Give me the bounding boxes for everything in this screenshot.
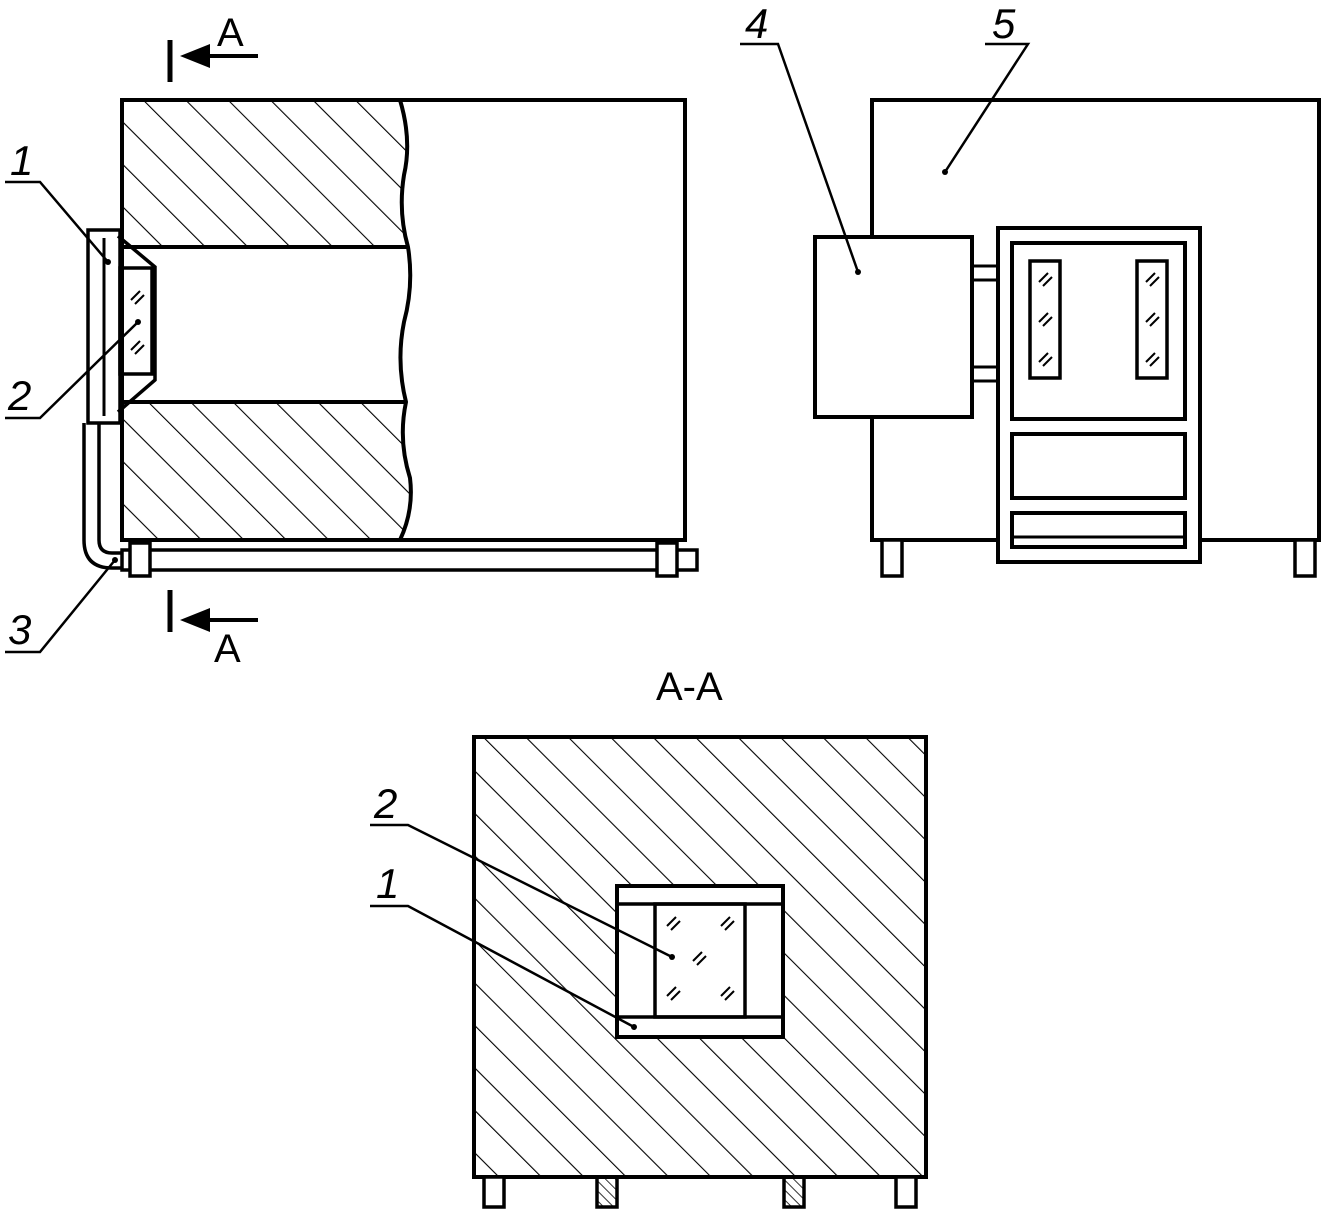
foot-right [655, 541, 679, 578]
panel-glass-left [1028, 259, 1062, 380]
label-2: 2 [7, 372, 31, 419]
connector-lower [970, 365, 1000, 383]
section-view [472, 735, 928, 1209]
leader-lines-side [5, 180, 139, 654]
front-view [813, 98, 1321, 578]
section-marker-top [167, 40, 258, 82]
panel-door [1010, 241, 1187, 421]
break-line [398, 99, 413, 541]
panel-slot [1010, 511, 1187, 549]
section-letter-bottom: A [214, 627, 241, 671]
base-frame [120, 548, 699, 572]
label-4: 4 [745, 0, 768, 47]
section-letter-top: A [217, 11, 244, 55]
aa-foot-1 [482, 1175, 506, 1209]
section-title: A-A [656, 665, 723, 709]
section-label-2: 2 [373, 780, 397, 827]
window-frame [116, 234, 157, 414]
cover-plate [86, 228, 122, 425]
aa-foot-3 [782, 1175, 806, 1209]
wall-hatch-upper [122, 100, 408, 247]
unit-4 [813, 235, 974, 419]
section-marker-bottom [167, 590, 258, 632]
panel-glass-right [1135, 259, 1169, 380]
chamber-body [120, 98, 687, 542]
label-5: 5 [992, 0, 1016, 47]
panel-drawer [1010, 432, 1187, 500]
label-1: 1 [10, 137, 33, 184]
aa-foot-2 [595, 1175, 619, 1209]
leader-lines-front [740, 42, 1031, 273]
section-outline [472, 735, 928, 1179]
aa-foot-4 [894, 1175, 918, 1209]
label-3: 3 [8, 606, 31, 653]
opening-glass [653, 902, 747, 1019]
wall-hatch-lower [122, 402, 411, 540]
leader-lines-section [370, 823, 673, 1029]
pipe-3 [82, 423, 122, 570]
foot-cabinet-left [880, 538, 904, 578]
side-view [82, 98, 699, 578]
section-label-1: 1 [376, 860, 399, 907]
connector-upper [970, 264, 1000, 282]
foot-left [128, 541, 152, 578]
foot-cabinet-right [1293, 538, 1317, 578]
